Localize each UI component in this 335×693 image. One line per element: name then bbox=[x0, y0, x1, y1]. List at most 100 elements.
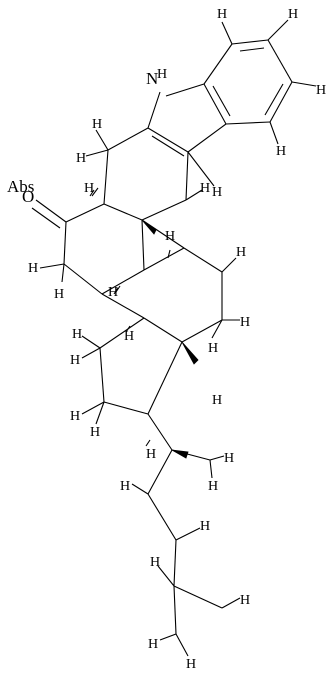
h-bond bbox=[61, 263, 65, 283]
bond bbox=[173, 539, 177, 587]
h-bond bbox=[209, 455, 225, 461]
hydrogen-label: H bbox=[276, 144, 286, 159]
stereo-layer bbox=[89, 187, 199, 459]
h-bond bbox=[211, 319, 223, 339]
h-bond bbox=[291, 81, 317, 87]
hydrogen-label: H bbox=[316, 83, 326, 98]
hydrogen-label: H bbox=[150, 555, 160, 570]
bond bbox=[103, 149, 109, 205]
h-bond bbox=[175, 527, 201, 541]
hydrogen-label: H bbox=[108, 285, 118, 300]
hydrogen-label: H bbox=[212, 393, 222, 408]
bond bbox=[99, 317, 145, 349]
aromatic-bond bbox=[264, 83, 284, 116]
hydrogen-label: H bbox=[208, 479, 218, 494]
bond bbox=[181, 319, 223, 343]
h-bond bbox=[81, 335, 101, 349]
nitrogen-hydrogen-label: H bbox=[157, 67, 167, 82]
h-bond bbox=[85, 149, 109, 157]
h-bond bbox=[267, 19, 289, 41]
bond bbox=[187, 123, 227, 153]
hydrogen-label: H bbox=[90, 425, 100, 440]
bond bbox=[65, 203, 105, 223]
bond bbox=[99, 347, 105, 403]
bond bbox=[101, 269, 145, 295]
double-bond-inner bbox=[151, 135, 185, 157]
bond bbox=[141, 199, 187, 221]
bond bbox=[225, 121, 271, 125]
h-bond bbox=[187, 151, 215, 187]
hydrogen-label: H bbox=[148, 637, 158, 652]
h-bond bbox=[131, 483, 149, 495]
bond bbox=[173, 585, 177, 635]
hydrogen-label: H bbox=[76, 151, 86, 166]
bond bbox=[269, 81, 293, 123]
bond bbox=[147, 127, 189, 153]
wedge-bond bbox=[141, 219, 157, 235]
hydrogen-label: H bbox=[240, 593, 250, 608]
h-bond bbox=[221, 21, 233, 45]
bond bbox=[185, 151, 189, 201]
h-bond bbox=[209, 459, 213, 479]
bond bbox=[165, 83, 205, 97]
hydrogen-label: H bbox=[165, 229, 175, 244]
bond bbox=[147, 493, 177, 541]
bond bbox=[143, 247, 185, 271]
h-bond bbox=[95, 401, 105, 425]
hydrogen-label: H bbox=[124, 329, 134, 344]
nitrogen-label: N bbox=[146, 69, 158, 88]
h-bond bbox=[221, 257, 237, 273]
wedge-bond bbox=[181, 341, 199, 365]
hydrogen-label: H bbox=[288, 7, 298, 22]
hydrogen-label: H bbox=[72, 327, 82, 342]
carbonyl-oxygen-label: O bbox=[22, 187, 34, 206]
hydrogen-label: H bbox=[208, 341, 218, 356]
bond bbox=[101, 293, 145, 319]
hydrogen-label: H bbox=[240, 315, 250, 330]
hydrogen-label: H bbox=[84, 181, 94, 196]
bond bbox=[231, 39, 269, 45]
hydrogen-label: H bbox=[200, 181, 210, 196]
hydrogen-label: H bbox=[70, 353, 80, 368]
hydrogen-label: H bbox=[186, 657, 196, 672]
bond bbox=[107, 127, 149, 151]
h-bond bbox=[81, 401, 105, 415]
bond bbox=[147, 341, 183, 415]
hydrogen-label: H bbox=[224, 451, 234, 466]
hydrogen-label: H bbox=[212, 185, 222, 200]
bond bbox=[173, 585, 223, 609]
hydrogen-label: H bbox=[120, 479, 130, 494]
bond bbox=[203, 83, 227, 125]
hydrogen-label: H bbox=[236, 245, 246, 260]
bond-layer bbox=[31, 19, 317, 657]
bond bbox=[103, 203, 143, 221]
abs-label: Abs bbox=[7, 177, 34, 196]
bond bbox=[143, 317, 183, 343]
wedge-bond bbox=[171, 449, 189, 459]
h-bond bbox=[157, 565, 175, 587]
hydrogen-label: H bbox=[146, 447, 156, 462]
hashed-bond bbox=[89, 187, 171, 447]
bond bbox=[147, 91, 161, 129]
hydrogen-label: H bbox=[200, 519, 210, 534]
carbonyl-bond bbox=[31, 207, 61, 229]
atom-labels: N H Abs O H H H H H H H H H H H H H H H … bbox=[7, 7, 326, 672]
h-bond bbox=[221, 597, 241, 609]
bond bbox=[147, 413, 173, 451]
aromatic-bond bbox=[212, 85, 231, 117]
hydrogen-label: H bbox=[70, 409, 80, 424]
hydrogen-label: H bbox=[54, 287, 64, 302]
bond bbox=[63, 263, 103, 295]
h-bond bbox=[159, 633, 177, 641]
hydrogen-label: H bbox=[28, 261, 38, 276]
bond bbox=[141, 219, 145, 271]
aromatic-bond bbox=[239, 47, 265, 52]
h-bond bbox=[95, 129, 109, 151]
bond bbox=[183, 247, 223, 273]
bond bbox=[63, 221, 67, 265]
h-bond bbox=[81, 347, 101, 359]
bond bbox=[147, 449, 173, 495]
bond bbox=[203, 43, 233, 85]
